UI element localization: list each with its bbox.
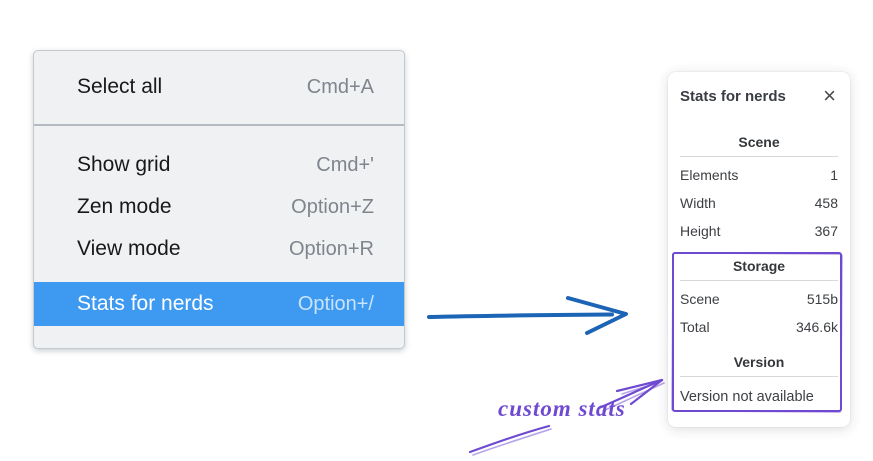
stat-label: Scene xyxy=(680,291,720,307)
scene-section: Scene Elements 1 Width 458 Height 367 xyxy=(680,133,838,245)
menu-item-shortcut: Option+/ xyxy=(297,292,374,315)
storage-section: Storage Scene 515b Total 346.6k xyxy=(680,257,838,341)
menu-item-shortcut: Cmd+' xyxy=(316,153,374,176)
context-menu: Select all Cmd+A Show grid Cmd+' Zen mod… xyxy=(33,50,405,349)
menu-item-zen-mode[interactable]: Zen mode Option+Z xyxy=(34,186,404,228)
section-header-version: Version xyxy=(733,354,785,370)
menu-item-stats-for-nerds[interactable]: Stats for nerds Option+/ xyxy=(34,282,404,326)
version-section: Version Version not available xyxy=(680,353,838,406)
section-header-storage: Storage xyxy=(732,258,786,274)
stat-label: Elements xyxy=(680,167,739,183)
stats-panel-title: Stats for nerds xyxy=(680,87,786,105)
stat-label: Width xyxy=(680,195,716,211)
stat-value: 367 xyxy=(814,223,838,239)
menu-item-label: Show grid xyxy=(77,153,171,176)
close-icon[interactable]: × xyxy=(823,83,836,108)
stat-label: Total xyxy=(680,319,710,335)
stat-value: 1 xyxy=(830,167,838,183)
blue-arrow xyxy=(427,296,628,335)
stat-value: 346.6k xyxy=(795,319,838,335)
menu-item-label: Zen mode xyxy=(77,195,172,218)
version-note: Version not available xyxy=(680,389,814,405)
menu-item-shortcut: Cmd+A xyxy=(306,75,374,98)
section-divider xyxy=(680,156,838,157)
custom-stats-annotation: custom stats xyxy=(498,396,626,421)
menu-item-label: Stats for nerds xyxy=(77,292,214,315)
stats-panel-header: Stats for nerds × xyxy=(680,83,838,108)
menu-item-shortcut: Option+Z xyxy=(291,195,374,218)
stat-row-width: Width 458 xyxy=(680,189,838,217)
stat-row-height: Height 367 xyxy=(680,217,838,245)
menu-item-label: Select all xyxy=(77,75,163,98)
stat-row-scene-size: Scene 515b xyxy=(680,285,838,313)
stat-row-total-size: Total 346.6k xyxy=(680,313,838,341)
stat-value: 458 xyxy=(814,195,838,211)
menu-item-shortcut: Option+R xyxy=(288,237,374,260)
section-divider xyxy=(680,376,838,377)
menu-item-view-mode[interactable]: View mode Option+R xyxy=(34,228,404,270)
stats-panel: Stats for nerds × Scene Elements 1 Width… xyxy=(668,72,850,427)
section-header-scene: Scene xyxy=(738,134,780,150)
stat-label: Height xyxy=(680,223,721,239)
stat-value: 515b xyxy=(806,291,838,307)
menu-item-show-grid[interactable]: Show grid Cmd+' xyxy=(34,144,404,186)
stat-row-elements: Elements 1 xyxy=(680,161,838,189)
menu-item-select-all[interactable]: Select all Cmd+A xyxy=(34,66,404,108)
menu-divider xyxy=(34,124,404,126)
menu-item-label: View mode xyxy=(77,237,181,260)
purple-arrow xyxy=(468,378,665,456)
